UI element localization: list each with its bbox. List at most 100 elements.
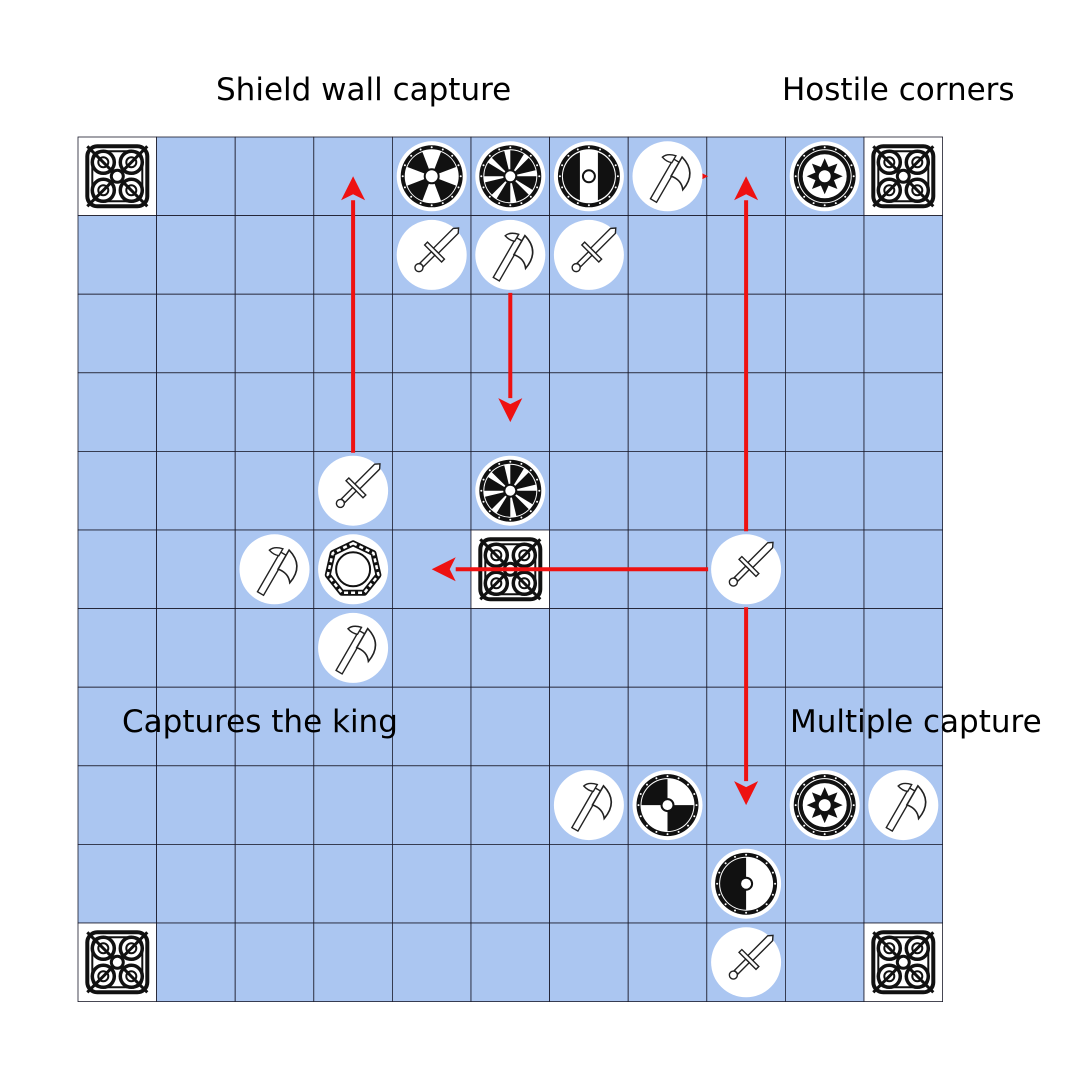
board-square[interactable] xyxy=(156,765,236,845)
board-square[interactable] xyxy=(549,293,629,374)
board-square[interactable] xyxy=(77,215,157,295)
board-square[interactable] xyxy=(470,765,550,845)
axe-piece[interactable] xyxy=(868,770,939,841)
board-square[interactable] xyxy=(156,608,236,688)
board-square[interactable] xyxy=(549,844,629,924)
board-square[interactable] xyxy=(627,215,708,295)
board-square[interactable] xyxy=(391,608,472,688)
board-square[interactable] xyxy=(391,844,472,924)
board-square[interactable] xyxy=(313,922,393,1002)
board-square[interactable] xyxy=(77,765,157,845)
board-square[interactable] xyxy=(785,608,865,688)
board-square[interactable] xyxy=(863,215,943,295)
board-square[interactable] xyxy=(77,450,157,531)
board-square[interactable] xyxy=(785,922,865,1002)
shield-piece-cross-wedges[interactable] xyxy=(396,141,467,212)
sword-piece[interactable] xyxy=(553,219,624,290)
board-square[interactable] xyxy=(234,765,315,845)
shield-piece-pinwheel[interactable] xyxy=(475,455,546,526)
board-square[interactable] xyxy=(391,686,472,767)
board-square[interactable] xyxy=(234,922,315,1002)
board-square[interactable] xyxy=(77,372,157,452)
board-square[interactable] xyxy=(785,686,865,767)
board-square[interactable] xyxy=(627,844,708,924)
board-square[interactable] xyxy=(785,450,865,531)
board-square[interactable] xyxy=(863,372,943,452)
board-square[interactable] xyxy=(156,922,236,1002)
board-square[interactable] xyxy=(156,686,236,767)
king-piece[interactable] xyxy=(318,534,389,605)
board-square[interactable] xyxy=(391,450,472,531)
shield-piece-half[interactable] xyxy=(711,848,782,919)
shield-piece-quarters[interactable] xyxy=(632,770,703,841)
board-square[interactable] xyxy=(156,293,236,374)
board-square[interactable] xyxy=(313,844,393,924)
board-square[interactable] xyxy=(234,372,315,452)
board-square[interactable] xyxy=(77,844,157,924)
board-square[interactable] xyxy=(470,608,550,688)
board-square[interactable] xyxy=(549,608,629,688)
board-square[interactable] xyxy=(156,529,236,609)
board-square[interactable] xyxy=(77,529,157,609)
board-square[interactable] xyxy=(863,293,943,374)
board-square[interactable] xyxy=(234,608,315,688)
board-square[interactable] xyxy=(627,450,708,531)
board-square[interactable] xyxy=(313,765,393,845)
board-square[interactable] xyxy=(627,372,708,452)
board-square[interactable] xyxy=(156,136,236,216)
board-square[interactable] xyxy=(234,450,315,531)
board-square[interactable] xyxy=(785,293,865,374)
board-square[interactable] xyxy=(77,686,157,767)
board-square[interactable] xyxy=(156,844,236,924)
board-square[interactable] xyxy=(785,215,865,295)
board-square[interactable] xyxy=(863,844,943,924)
sword-piece[interactable] xyxy=(711,534,782,605)
board-square[interactable] xyxy=(470,922,550,1002)
board-square[interactable] xyxy=(234,136,315,216)
board-square[interactable] xyxy=(785,372,865,452)
board-square[interactable] xyxy=(549,922,629,1002)
celtic-knot-icon xyxy=(85,930,150,995)
board-square[interactable] xyxy=(549,372,629,452)
board-square[interactable] xyxy=(549,450,629,531)
board-square[interactable] xyxy=(391,922,472,1002)
sword-piece[interactable] xyxy=(318,455,389,526)
label-hostile-corners: Hostile corners xyxy=(782,72,1015,108)
board-square[interactable] xyxy=(470,844,550,924)
board-square[interactable] xyxy=(234,293,315,374)
board-square[interactable] xyxy=(785,844,865,924)
axe-piece[interactable] xyxy=(632,141,703,212)
board-square[interactable] xyxy=(234,215,315,295)
board-square[interactable] xyxy=(156,215,236,295)
board-square[interactable] xyxy=(77,608,157,688)
board-square[interactable] xyxy=(863,450,943,531)
shield-piece-star[interactable] xyxy=(789,141,860,212)
board-square[interactable] xyxy=(391,765,472,845)
board-square[interactable] xyxy=(785,529,865,609)
board-square[interactable] xyxy=(156,450,236,531)
board-square[interactable] xyxy=(549,686,629,767)
board-square[interactable] xyxy=(863,529,943,609)
axe-piece[interactable] xyxy=(553,770,624,841)
board-square[interactable] xyxy=(313,686,393,767)
board-square[interactable] xyxy=(391,293,472,374)
sword-piece[interactable] xyxy=(711,927,782,998)
board-square[interactable] xyxy=(156,372,236,452)
axe-piece[interactable] xyxy=(475,219,546,290)
board-square[interactable] xyxy=(627,293,708,374)
board-square[interactable] xyxy=(77,293,157,374)
axe-piece[interactable] xyxy=(239,534,310,605)
sword-piece[interactable] xyxy=(396,219,467,290)
shield-piece-star[interactable] xyxy=(789,770,860,841)
board-square[interactable] xyxy=(627,922,708,1002)
axe-piece[interactable] xyxy=(318,612,389,683)
shield-piece-bands[interactable] xyxy=(553,141,624,212)
board-square[interactable] xyxy=(863,686,943,767)
board-square[interactable] xyxy=(627,608,708,688)
shield-piece-pinwheel[interactable] xyxy=(475,141,546,212)
board-square[interactable] xyxy=(470,686,550,767)
board-square[interactable] xyxy=(863,608,943,688)
board-square[interactable] xyxy=(234,844,315,924)
board-square[interactable] xyxy=(627,686,708,767)
board-square[interactable] xyxy=(391,372,472,452)
